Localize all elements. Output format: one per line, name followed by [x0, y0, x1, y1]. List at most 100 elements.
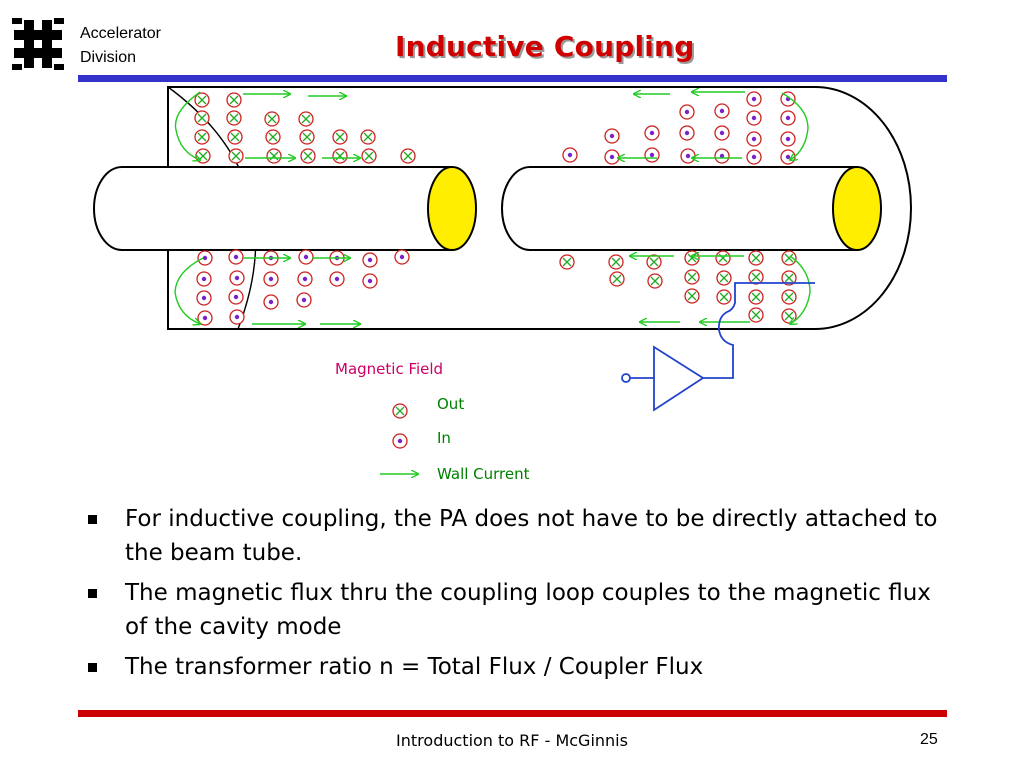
- field-out-symbol: [194, 129, 210, 145]
- inductive-coupling-diagram: Magnetic Field Out In Wall Current: [93, 86, 912, 483]
- bullet-item: For inductive coupling, the PA does not …: [88, 502, 948, 570]
- wall-current-arrows: [174, 91, 811, 324]
- field-out-symbol: [684, 288, 700, 304]
- field-in-symbol: [644, 147, 660, 163]
- field-out-symbol: [332, 129, 348, 145]
- wall-current-arrow: [790, 255, 811, 324]
- bullet-text: For inductive coupling, the PA does not …: [125, 506, 938, 566]
- bullet-item: The magnetic flux thru the coupling loop…: [88, 576, 948, 644]
- bullet-text: The magnetic flux thru the coupling loop…: [125, 580, 931, 640]
- left-beam-tube-end: [427, 166, 477, 251]
- fermilab-logo: [12, 18, 64, 70]
- left-beam-tube: [93, 166, 453, 251]
- field-out-symbol: [228, 148, 244, 164]
- field-out-symbol: [748, 250, 764, 266]
- legend-wall-current-label: Wall Current: [437, 465, 530, 483]
- field-out-symbol: [647, 273, 663, 289]
- field-out-symbol: [298, 111, 314, 127]
- page-number: 25: [920, 731, 938, 748]
- field-in-symbol: [196, 290, 212, 306]
- header-rule: [78, 75, 947, 82]
- field-out-symbol: [226, 110, 242, 126]
- field-in-symbol: [680, 148, 696, 164]
- field-out-symbol: [266, 148, 282, 164]
- field-in-symbol: [644, 125, 660, 141]
- field-in-symbol: [780, 131, 796, 147]
- wall-current-arrow: [174, 91, 201, 160]
- field-out-symbol: [194, 92, 210, 108]
- bullet-list: For inductive coupling, the PA does not …: [88, 502, 948, 690]
- coupling-loop: [703, 282, 815, 379]
- field-out-symbol: [748, 269, 764, 285]
- field-out-symbol: [716, 289, 732, 305]
- slide-title: Inductive Coupling: [395, 30, 695, 63]
- power-amplifier: [621, 345, 705, 412]
- field-in-symbol: [780, 110, 796, 126]
- field-in-symbol: [229, 309, 245, 325]
- field-in-symbol: [197, 310, 213, 326]
- field-in-symbol: [228, 249, 244, 265]
- field-in-symbol: [228, 289, 244, 305]
- field-out-symbol: [715, 250, 731, 266]
- field-in-symbols: [196, 91, 796, 326]
- field-out-symbol: [781, 270, 797, 286]
- field-out-symbol: [332, 148, 348, 164]
- field-in-symbol: [604, 149, 620, 165]
- legend-out-label: Out: [437, 395, 464, 413]
- field-in-symbol: [746, 131, 762, 147]
- legend-title: Magnetic Field: [335, 360, 443, 378]
- bullet-marker: [88, 515, 97, 524]
- field-out-symbol: [716, 270, 732, 286]
- field-in-symbol: [562, 147, 578, 163]
- field-in-symbol: [362, 252, 378, 268]
- field-out-symbol: [684, 269, 700, 285]
- legend-out-symbol: [392, 403, 408, 419]
- field-out-symbol: [265, 129, 281, 145]
- field-out-symbol: [684, 250, 700, 266]
- field-out-symbol: [400, 148, 416, 164]
- field-in-symbol: [394, 249, 410, 265]
- field-in-symbol: [746, 91, 762, 107]
- field-out-symbol: [781, 250, 797, 266]
- field-out-symbol: [559, 254, 575, 270]
- field-out-symbol: [360, 129, 376, 145]
- field-in-symbol: [362, 273, 378, 289]
- legend: Magnetic Field Out In Wall Current: [335, 360, 530, 483]
- field-out-symbol: [227, 129, 243, 145]
- field-in-symbol: [714, 125, 730, 141]
- division-line2: Division: [80, 49, 137, 66]
- field-in-symbol: [263, 271, 279, 287]
- bullet-marker: [88, 663, 97, 672]
- field-in-symbol: [196, 271, 212, 287]
- field-out-symbol: [609, 271, 625, 287]
- field-in-symbol: [298, 249, 314, 265]
- field-in-symbol: [746, 149, 762, 165]
- legend-in-label: In: [437, 429, 451, 447]
- field-in-symbol: [297, 271, 313, 287]
- field-out-symbols: [194, 92, 797, 324]
- field-out-symbol: [748, 307, 764, 323]
- field-in-symbol: [746, 110, 762, 126]
- field-out-symbol: [300, 148, 316, 164]
- field-in-symbol: [329, 271, 345, 287]
- field-in-symbol: [197, 250, 213, 266]
- field-out-symbol: [195, 148, 211, 164]
- bullet-text: The transformer ratio n = Total Flux / C…: [125, 654, 704, 680]
- right-beam-tube-end: [832, 166, 882, 251]
- field-out-symbol: [608, 254, 624, 270]
- division-line1: Accelerator: [80, 25, 161, 42]
- bullet-marker: [88, 589, 97, 598]
- right-beam-tube: [501, 166, 858, 251]
- field-in-symbol: [263, 294, 279, 310]
- field-out-symbol: [299, 129, 315, 145]
- bullet-item: The transformer ratio n = Total Flux / C…: [88, 650, 948, 684]
- wall-current-arrow: [174, 257, 204, 324]
- field-in-symbol: [229, 270, 245, 286]
- field-out-symbol: [646, 254, 662, 270]
- field-in-symbol: [714, 103, 730, 119]
- field-out-symbol: [361, 148, 377, 164]
- field-in-symbol: [679, 104, 695, 120]
- field-in-symbol: [714, 148, 730, 164]
- division-label: Accelerator Division: [80, 22, 200, 70]
- field-in-symbol: [604, 128, 620, 144]
